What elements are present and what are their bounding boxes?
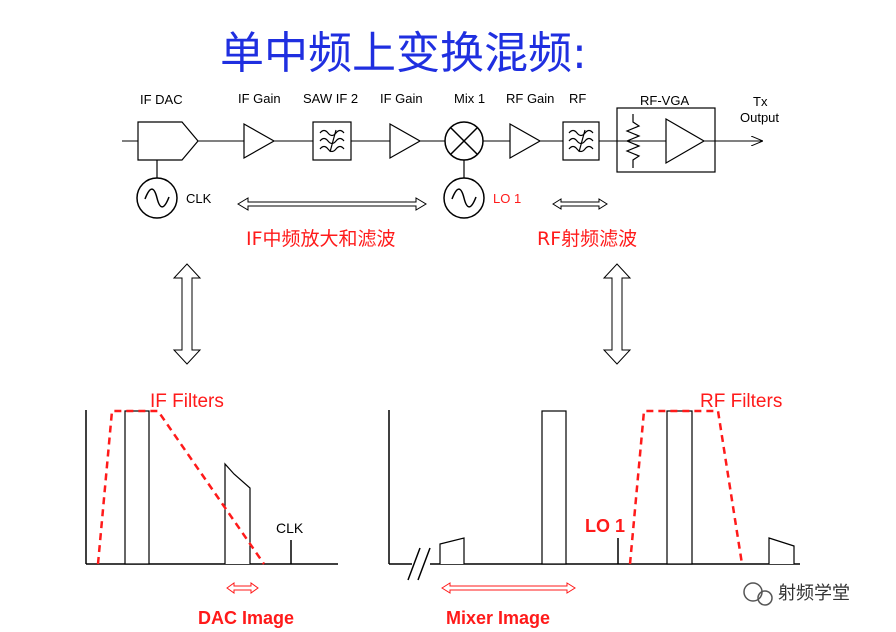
tx-label: Tx [753, 94, 768, 109]
saw-if2-label: SAW IF 2 [303, 91, 358, 106]
page-title: 单中频上变换混频: [220, 28, 587, 79]
if-gain-1-amplifier-icon [243, 122, 276, 160]
axis-break-mark [417, 547, 431, 581]
if-filters-label: IF Filters [150, 391, 224, 412]
saw-filter-icon [312, 121, 352, 161]
wechat-icon [743, 582, 763, 602]
rf-gain-label: RF Gain [506, 91, 554, 106]
if-section-arrow [237, 197, 427, 211]
upper-sideband-bar [768, 537, 795, 564]
rf-section-label: RF射频滤波 [537, 228, 637, 250]
mix1-label: Mix 1 [454, 91, 485, 106]
rf-filter-mask [628, 409, 744, 565]
rf-section-arrow [552, 198, 608, 210]
if-gain-2-label: IF Gain [380, 91, 423, 106]
clk-label: CLK [186, 191, 212, 206]
if-gain-1-label: IF Gain [238, 91, 281, 106]
watermark-text: 射频学堂 [778, 583, 850, 604]
rf-label: RF [569, 91, 586, 106]
if-vertical-arrow [172, 263, 202, 365]
dac-image-arrow [226, 582, 259, 594]
rf-signal-bar [666, 410, 693, 565]
if-filter-mask [96, 409, 266, 565]
output-label: Output [740, 110, 779, 125]
mixer-icon [444, 121, 484, 161]
if-dac-label: IF DAC [140, 92, 183, 107]
mixer-image-label: Mixer Image [446, 608, 550, 628]
rf-vga-label: RF-VGA [640, 93, 689, 108]
if-dac-block [137, 121, 199, 161]
axis-break-mark [407, 547, 421, 581]
dac-image-label: DAC Image [198, 608, 294, 628]
rf-gain-amplifier-icon [509, 122, 542, 160]
rf-filters-label: RF Filters [700, 391, 782, 412]
if-spectrum-plot [85, 409, 338, 565]
lo1-spectrum-label: LO 1 [585, 516, 625, 536]
mixer-image-bar [541, 410, 567, 565]
rf-filter-icon [562, 121, 600, 161]
rf-vertical-arrow [602, 263, 632, 365]
clk-spectrum-label: CLK [276, 520, 304, 536]
lower-sideband-bar [439, 537, 465, 564]
if-gain-2-amplifier-icon [389, 122, 422, 160]
watermark: 射频学堂 [743, 582, 850, 606]
dac-image-bar [224, 462, 251, 564]
if-signal-bar [124, 410, 150, 565]
lo1-chain-label: LO 1 [493, 191, 521, 206]
if-section-label: IF中频放大和滤波 [246, 228, 396, 250]
rf-spectrum-plot [388, 409, 800, 581]
rf-vga-block [616, 107, 742, 173]
mixer-image-arrow [441, 582, 576, 594]
